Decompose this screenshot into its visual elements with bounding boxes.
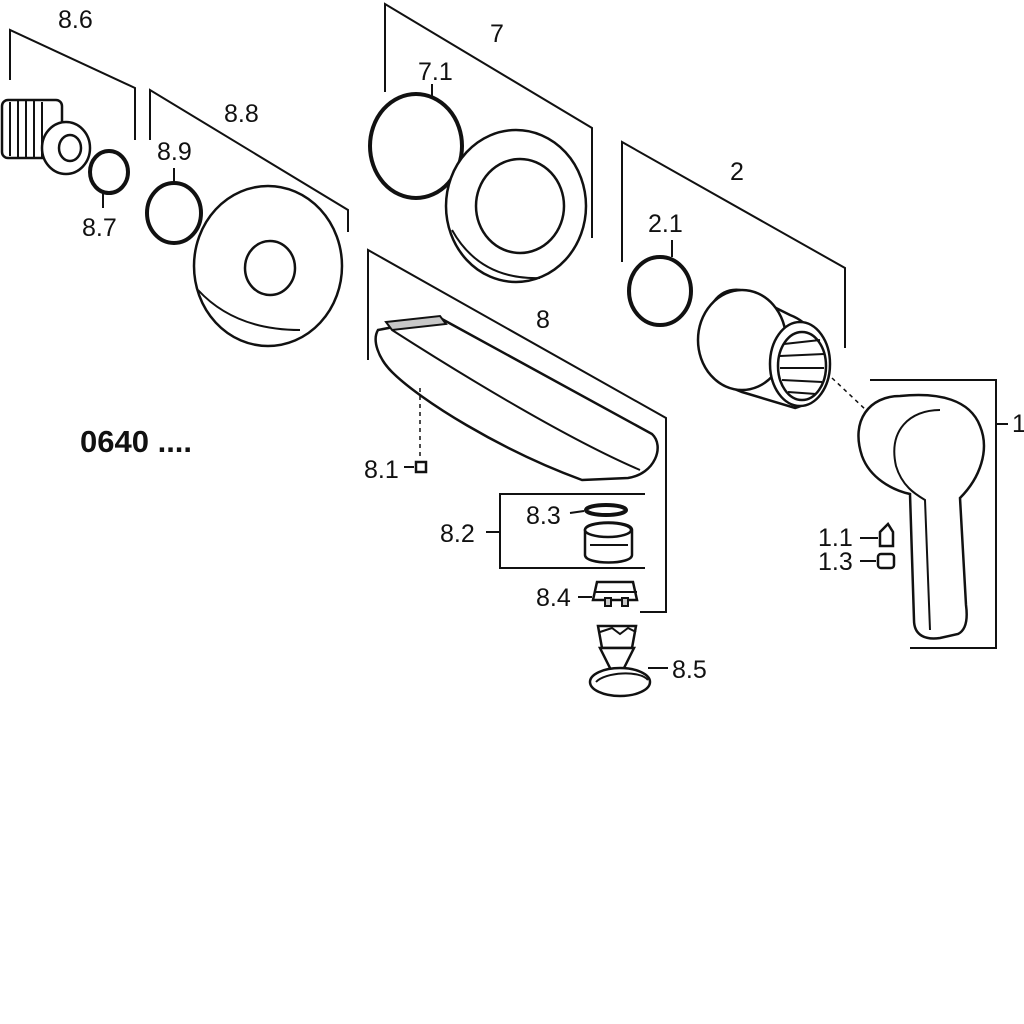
product-code: 0640 .... (80, 424, 192, 459)
label-8-8: 8.8 (224, 100, 259, 128)
part-8-6-threaded-extension (0, 28, 136, 176)
label-8-4: 8.4 (536, 584, 571, 612)
label-8-5: 8.5 (672, 656, 707, 684)
part-8-5-aerator-key (588, 624, 668, 698)
label-8-7: 8.7 (82, 214, 117, 242)
label-8-2: 8.2 (440, 520, 475, 548)
label-7-1: 7.1 (418, 58, 453, 86)
label-8-3: 8.3 (526, 502, 561, 530)
part-2-1-o-ring (627, 240, 693, 327)
label-8-1: 8.1 (364, 456, 399, 484)
part-8-spout (367, 248, 667, 613)
part-8-7-o-ring (88, 149, 130, 208)
label-2-1: 2.1 (648, 210, 683, 238)
label-2: 2 (730, 158, 744, 186)
part-8-8-spout-rosette (149, 88, 349, 348)
part-7-1-o-ring (368, 84, 464, 200)
label-8: 8 (536, 306, 550, 334)
label-1: 1 (1012, 410, 1024, 438)
label-8-6: 8.6 (58, 6, 93, 34)
label-1-1: 1.1 (818, 524, 853, 552)
label-1-3: 1.3 (818, 548, 853, 576)
part-8-2-aerator-set (486, 493, 645, 607)
part-8-9-o-ring (145, 168, 203, 245)
label-8-9: 8.9 (157, 138, 192, 166)
part-7-cover-plate (384, 2, 593, 284)
label-7: 7 (490, 20, 504, 48)
part-2-sleeve (621, 140, 867, 411)
part-1-lever-handle (857, 379, 1008, 649)
